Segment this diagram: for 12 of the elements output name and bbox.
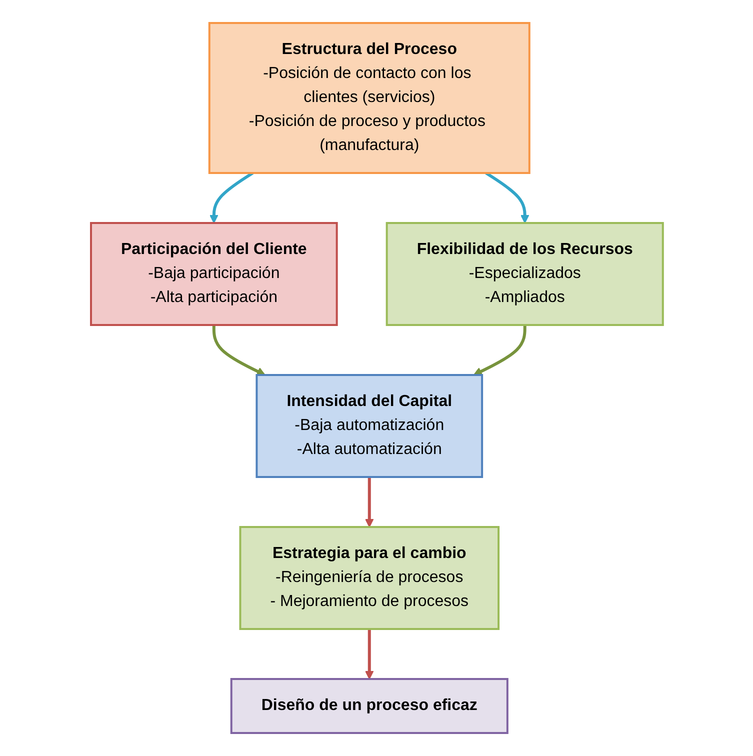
arrow (484, 172, 529, 224)
arrow (364, 629, 374, 680)
arrow (209, 172, 254, 224)
arrow (364, 477, 374, 528)
node-box: Participación del Cliente -Baja participación -Alta participación (90, 222, 338, 326)
node-box: Estructura del Proceso -Posición de contacto con los clientes (servicios) -Posición de proceso y productos (manufactura) (208, 22, 530, 174)
node-box: Diseño de un proceso eficaz (230, 678, 508, 734)
arrow (212, 325, 265, 376)
arrow (472, 325, 526, 376)
node-box: Flexibilidad de los Recursos -Especializados -Ampliados (385, 222, 664, 326)
node-box: Intensidad del Capital -Baja automatización -Alta automatización (255, 374, 483, 478)
node-box: Estrategia para el cambio -Reingeniería de procesos - Mejoramiento de procesos (238, 526, 500, 630)
